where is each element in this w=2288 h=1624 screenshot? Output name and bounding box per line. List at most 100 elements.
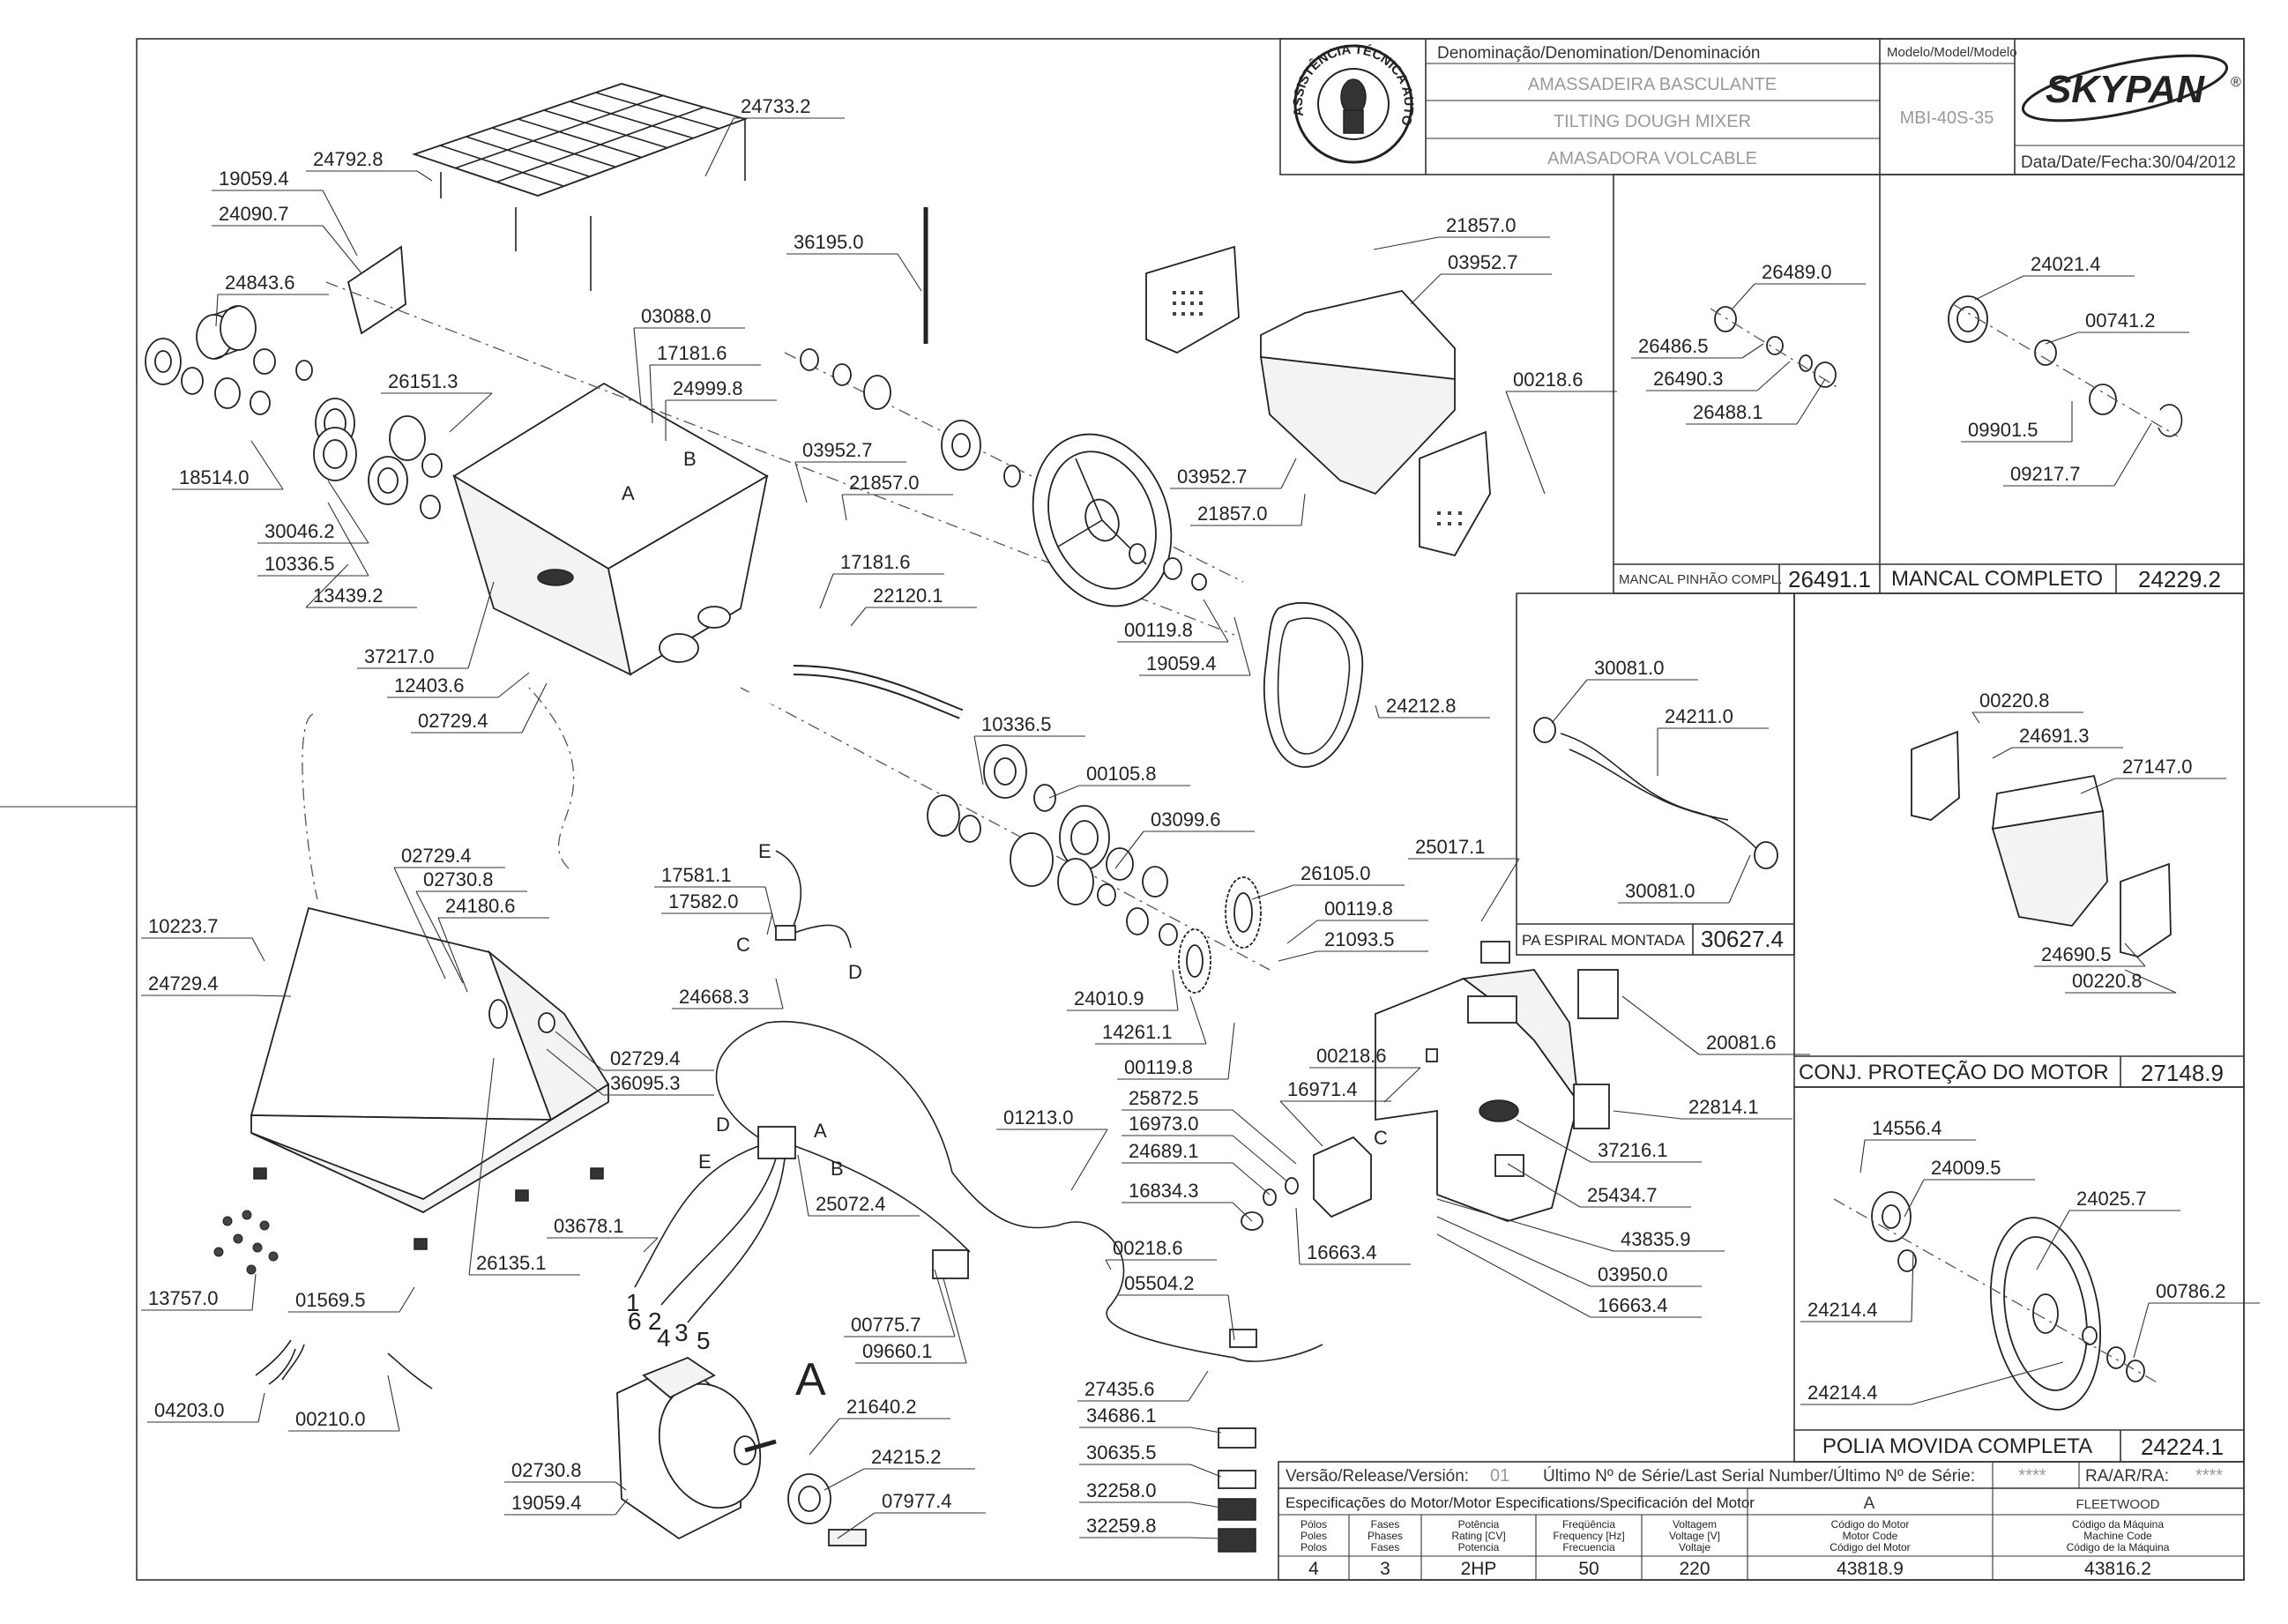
spec-header-6-0: Código da Máquina: [2072, 1518, 2164, 1531]
part-label-87: 26490.3: [1653, 368, 1724, 390]
part-label-81: 19059.4: [511, 1492, 582, 1514]
inset-driven-pulley: [1833, 1191, 2161, 1411]
part-label-97: 24691.3: [2019, 725, 2090, 747]
callout-a-right: A: [814, 1120, 827, 1142]
mancal-pinhao-label: MANCAL PINHÃO COMPL.: [1619, 572, 1782, 587]
motor-pulley-large: [800, 348, 1207, 607]
version-label: Versão/Release/Versión:: [1286, 1467, 1469, 1486]
denomination-header: Denominação/Denomination/Denominación: [1437, 44, 1761, 63]
callout-d-left: D: [716, 1114, 730, 1136]
part-label-52: 16663.4: [1598, 1294, 1668, 1316]
electric-motor: [616, 1356, 867, 1546]
part-label-93: 30081.0: [1594, 657, 1665, 679]
protecao-label: CONJ. PROTEÇÃO DO MOTOR: [1799, 1061, 2109, 1084]
part-label-91: 09901.5: [1968, 419, 2038, 441]
part-label-32: 26105.0: [1301, 862, 1371, 884]
part-label-75: 27435.6: [1084, 1378, 1155, 1400]
spec-header-2-1: Rating [CV]: [1451, 1530, 1505, 1542]
part-label-67: 24668.3: [679, 986, 749, 1008]
registered-mark-icon: ®: [2231, 75, 2241, 90]
part-label-57: 24729.4: [148, 972, 219, 995]
part-label-55: 24180.6: [445, 895, 516, 917]
part-label-104: 24214.4: [1807, 1299, 1878, 1321]
part-label-77: 30635.5: [1086, 1441, 1157, 1464]
part-label-63: 04203.0: [154, 1399, 225, 1421]
part-label-101: 14556.4: [1872, 1117, 1942, 1139]
callout-b: B: [683, 448, 697, 470]
part-label-68: 25072.4: [816, 1193, 886, 1215]
part-label-66: 17582.0: [668, 890, 739, 913]
part-label-49: 25434.7: [1587, 1184, 1658, 1206]
part-label-21: 00119.8: [1124, 619, 1193, 641]
part-label-9: 13439.2: [313, 585, 384, 607]
part-label-37: 00119.8: [1124, 1056, 1193, 1078]
spec-header-2-0: Potência: [1458, 1518, 1500, 1531]
part-label-96: 00220.8: [1979, 689, 2050, 711]
part-label-80: 02730.8: [511, 1459, 582, 1481]
inset-motor-guard: [1911, 730, 2172, 957]
date-label: Data/Date/Fecha:30/04/2012: [2021, 153, 2236, 172]
stickers: [1218, 1427, 1256, 1553]
part-label-95: 30081.0: [1625, 880, 1696, 902]
hardware-nuts: [213, 1210, 279, 1275]
part-label-45: 16834.3: [1129, 1180, 1199, 1202]
authorized-service-seal: ASSISTÊNCIA TÉCNICA AUTORIZADA: [0, 0, 1416, 164]
inset-pinion-bearing: [1710, 306, 1839, 389]
callout-letters: A B E C D D E A B C 1 2 3 4 5 6 A: [622, 448, 1388, 1405]
wire-number-5: 5: [697, 1327, 711, 1354]
part-label-8: 10336.5: [265, 553, 335, 575]
part-label-106: 24214.4: [1807, 1382, 1878, 1404]
part-label-42: 16971.4: [1287, 1078, 1358, 1100]
protecao-code: 27148.9: [2141, 1060, 2224, 1086]
spec-header-3-2: Frecuencia: [1562, 1541, 1615, 1553]
callout-c: C: [736, 934, 750, 956]
version-value: 01: [1490, 1466, 1509, 1486]
callout-c-motor: C: [1374, 1127, 1388, 1149]
mancal-completo-label: MANCAL COMPLETO: [1891, 567, 2103, 591]
name-pt: AMASSADEIRA BASCULANTE: [1528, 75, 1777, 94]
part-label-11: 12403.6: [394, 674, 465, 697]
transmission-gears: [927, 744, 1262, 994]
part-label-35: 24010.9: [1074, 987, 1144, 1009]
belt-guard-panels: [1145, 245, 1491, 557]
spec-header-2-2: Potencia: [1458, 1541, 1500, 1553]
bowl-guard-grid: [412, 83, 748, 291]
spec-header-0-1: Poles: [1301, 1530, 1327, 1542]
part-label-4: 24843.6: [225, 272, 295, 294]
part-label-27: 03952.7: [1177, 466, 1248, 488]
part-label-71: 00218.6: [1113, 1237, 1183, 1259]
part-label-34: 21093.5: [1324, 928, 1395, 950]
serial-value: ****: [2018, 1466, 2046, 1486]
part-label-103: 24025.7: [2076, 1188, 2147, 1210]
part-label-72: 05504.2: [1124, 1272, 1195, 1294]
part-label-86: 26486.5: [1638, 335, 1709, 357]
part-label-73: 00775.7: [851, 1314, 921, 1336]
motor-brand: FLEETWOOD: [2076, 1497, 2159, 1512]
machine-stand: [250, 906, 610, 1250]
callout-e-top: E: [758, 840, 771, 862]
part-label-54: 02730.8: [423, 868, 494, 890]
part-label-76: 34686.1: [1086, 1404, 1157, 1427]
part-label-5: 18514.0: [179, 466, 250, 488]
callout-e-left: E: [698, 1151, 712, 1173]
callout-a: A: [622, 482, 635, 504]
part-label-82: 21640.2: [846, 1396, 917, 1418]
spec-header-4-0: Voltagem: [1673, 1518, 1717, 1531]
part-label-36: 14261.1: [1102, 1021, 1173, 1043]
v-belt: [1263, 601, 1364, 768]
part-label-43: 16973.0: [1129, 1113, 1199, 1135]
part-label-41: 25872.5: [1129, 1087, 1199, 1109]
part-label-39: 20081.6: [1706, 1032, 1777, 1054]
left-bearings: [145, 305, 443, 519]
part-label-19: 17181.6: [840, 551, 911, 573]
bracket-plate: [347, 245, 406, 335]
part-label-102: 24009.5: [1931, 1157, 2001, 1179]
pa-espiral-label: PA ESPIRAL MONTADA: [1522, 932, 1686, 949]
part-label-17: 03952.7: [802, 439, 873, 461]
part-label-23: 24212.8: [1386, 695, 1457, 717]
part-label-99: 24690.5: [2041, 943, 2112, 965]
model-code: MBI-40S-35: [1900, 108, 1994, 128]
